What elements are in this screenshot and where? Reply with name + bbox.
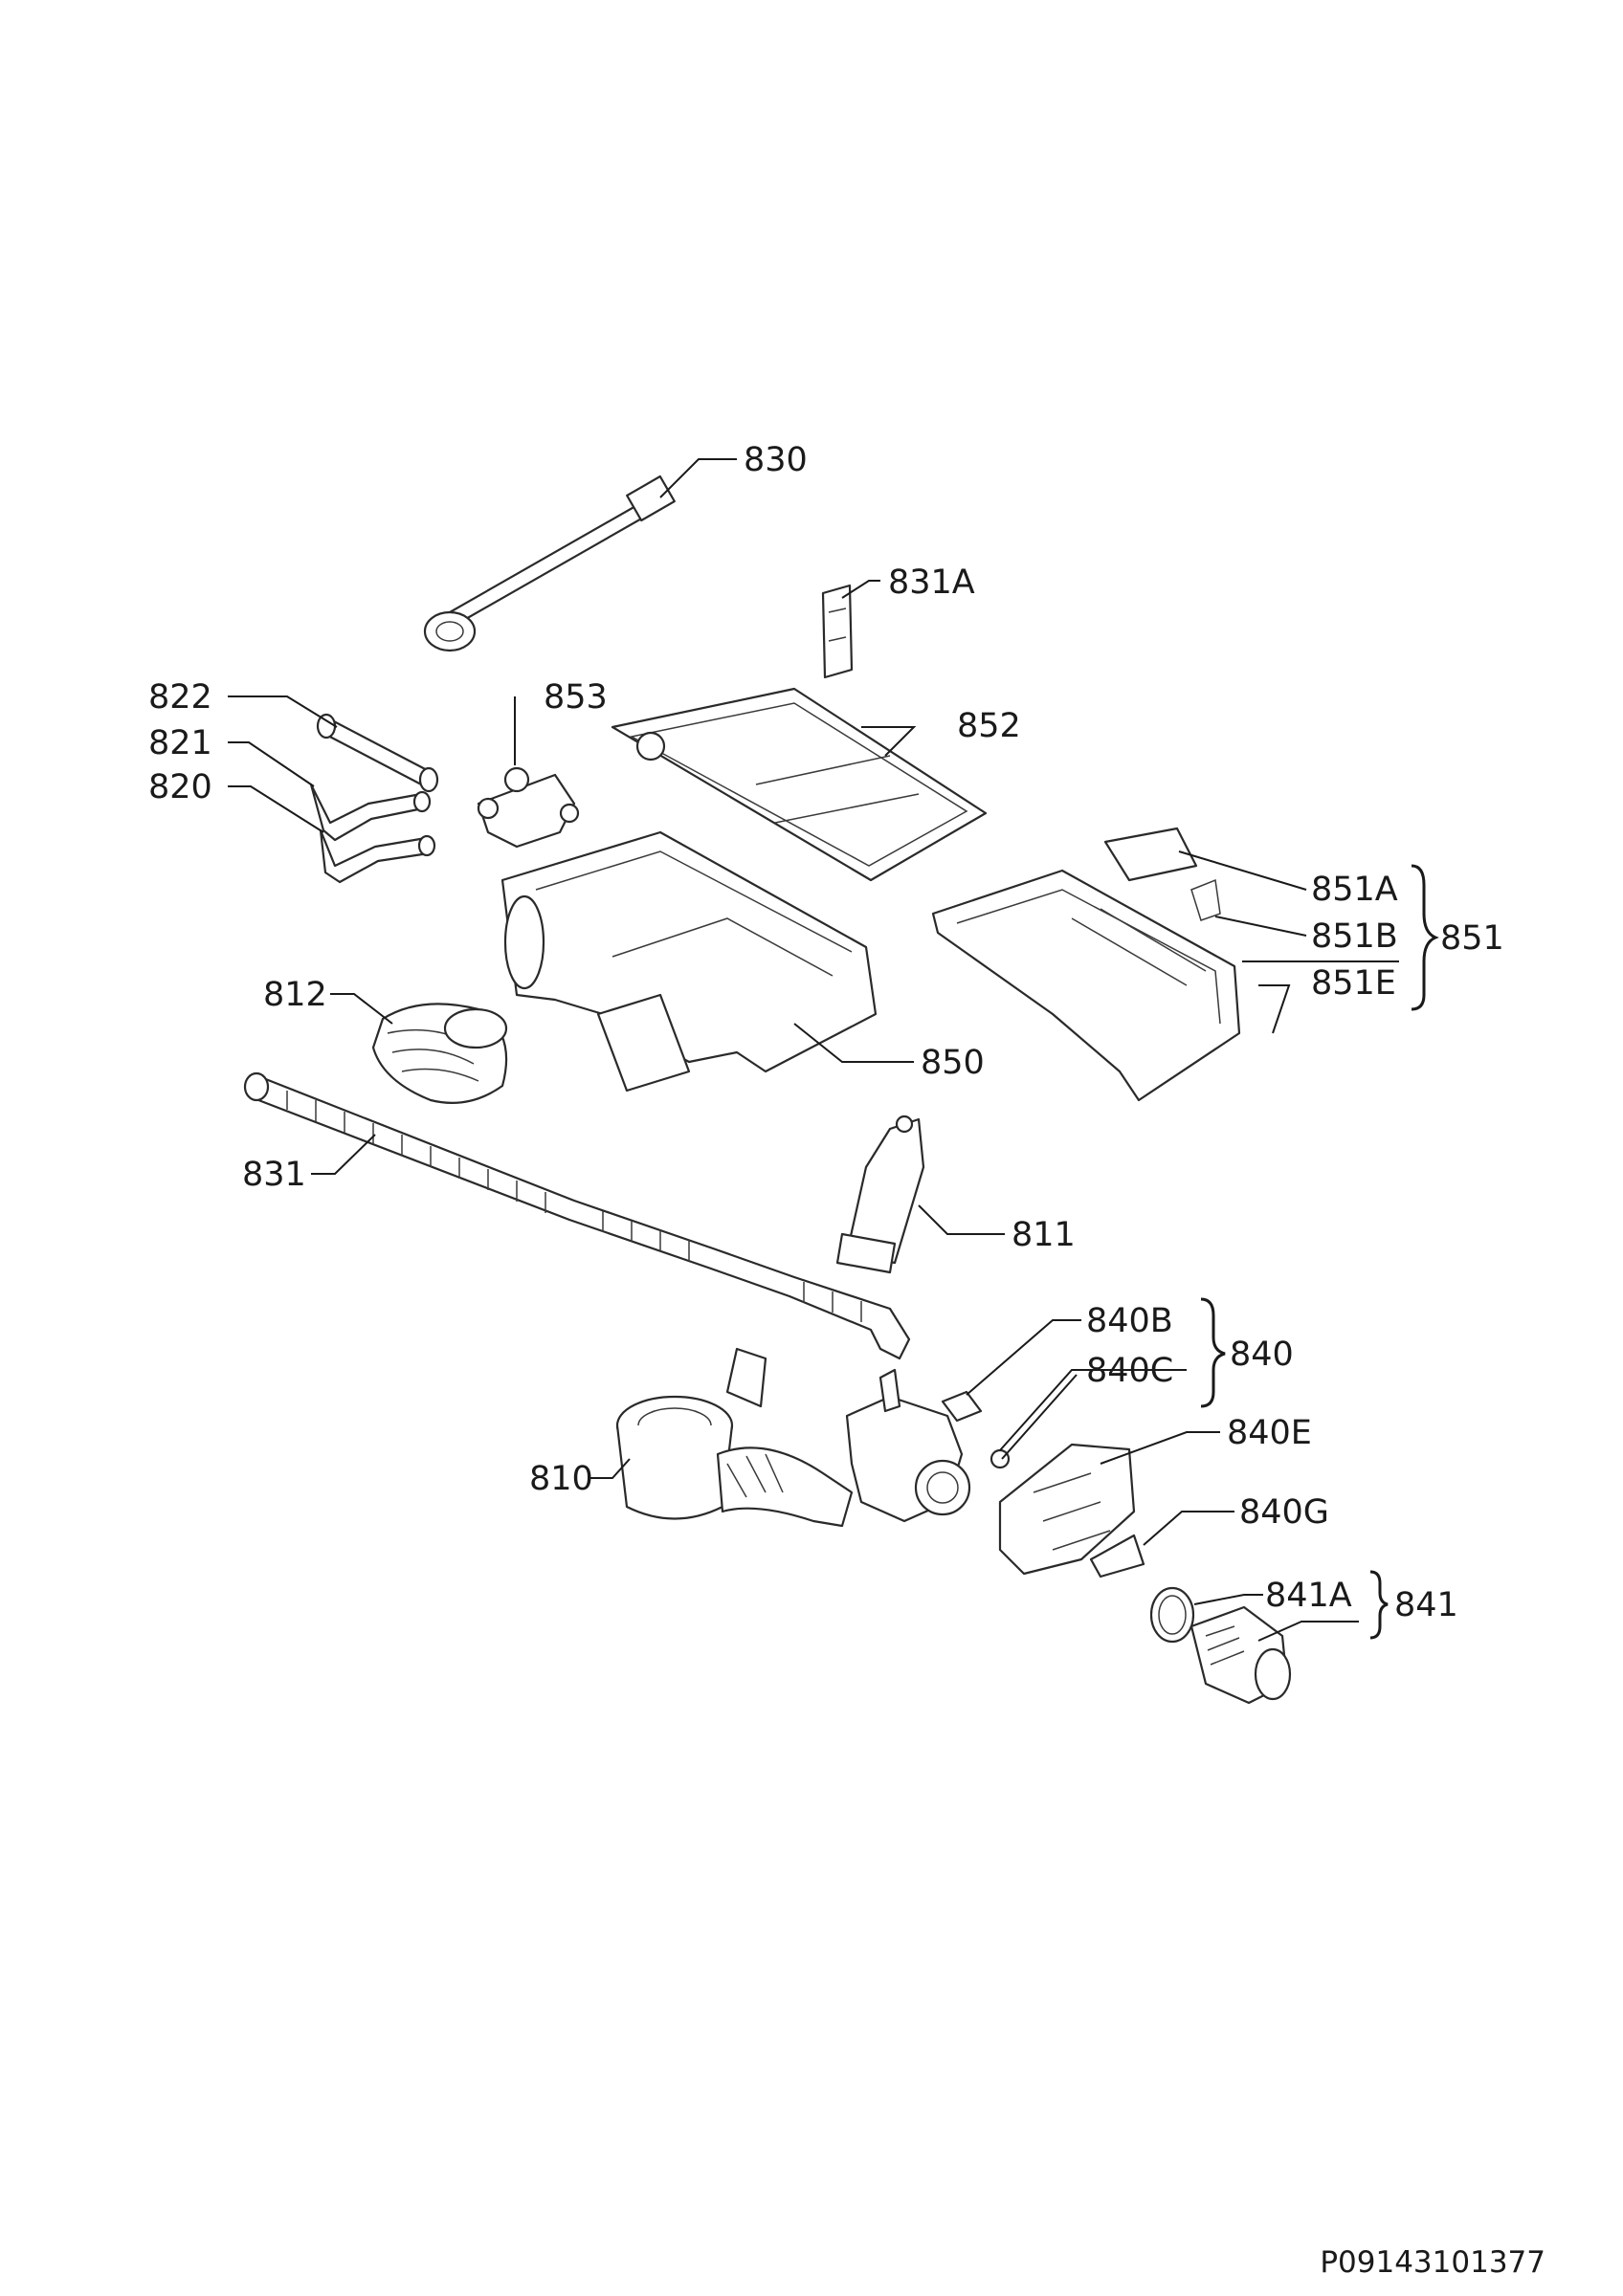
part-821-drawing bbox=[309, 783, 432, 842]
part-850-drawing bbox=[500, 830, 878, 1093]
part-840-drawing bbox=[845, 1368, 971, 1523]
label-851: 851 bbox=[1440, 919, 1504, 958]
part-810-drawing bbox=[615, 1347, 854, 1528]
part-812-drawing bbox=[371, 1003, 508, 1104]
label-812: 812 bbox=[263, 976, 327, 1014]
label-841: 841 bbox=[1394, 1586, 1458, 1624]
diagram-code: P09143101377 bbox=[1320, 2245, 1545, 2280]
label-850: 850 bbox=[921, 1044, 985, 1082]
part-840E-drawing bbox=[998, 1443, 1136, 1576]
label-851B: 851B bbox=[1311, 917, 1398, 956]
label-840B: 840B bbox=[1086, 1302, 1173, 1340]
brace-851 bbox=[1411, 864, 1439, 1011]
label-822: 822 bbox=[148, 678, 212, 717]
part-811-drawing bbox=[835, 1115, 925, 1274]
part-840G-drawing bbox=[1089, 1534, 1145, 1578]
label-840C: 840C bbox=[1086, 1352, 1173, 1390]
part-851-drawing bbox=[931, 827, 1241, 1102]
label-853: 853 bbox=[544, 678, 608, 717]
label-831: 831 bbox=[242, 1156, 306, 1194]
brace-840 bbox=[1200, 1297, 1226, 1408]
label-840E: 840E bbox=[1227, 1414, 1312, 1452]
label-810: 810 bbox=[529, 1460, 593, 1498]
part-822-drawing bbox=[316, 713, 439, 793]
part-labels: 830 831A 822 821 820 853 852 851A 851B 8… bbox=[148, 441, 1504, 1624]
leader-lines bbox=[228, 458, 1399, 1642]
label-841A: 841A bbox=[1265, 1577, 1352, 1615]
label-830: 830 bbox=[744, 441, 808, 479]
part-840B-drawing bbox=[941, 1390, 983, 1423]
label-820: 820 bbox=[148, 768, 212, 806]
part-830-drawing bbox=[423, 475, 676, 652]
label-831A: 831A bbox=[888, 563, 975, 602]
part-831A-drawing bbox=[821, 584, 854, 679]
label-851A: 851A bbox=[1311, 871, 1398, 909]
label-821: 821 bbox=[148, 724, 212, 762]
part-831-drawing bbox=[243, 1071, 911, 1360]
label-851E: 851E bbox=[1311, 964, 1396, 1003]
label-852: 852 bbox=[957, 707, 1021, 745]
label-840G: 840G bbox=[1239, 1493, 1329, 1532]
part-820-drawing bbox=[319, 828, 436, 884]
part-841-drawing bbox=[1149, 1586, 1292, 1705]
brace-841 bbox=[1369, 1570, 1389, 1640]
label-840: 840 bbox=[1230, 1336, 1294, 1374]
label-811: 811 bbox=[1012, 1216, 1076, 1254]
part-853-drawing bbox=[477, 766, 580, 849]
part-852-drawing bbox=[611, 687, 988, 882]
